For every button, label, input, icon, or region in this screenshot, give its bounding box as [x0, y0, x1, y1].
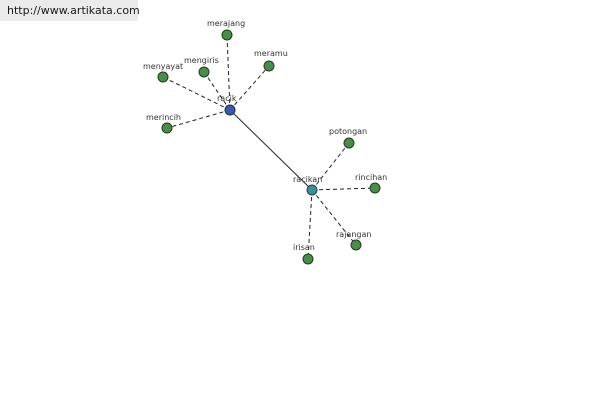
node-potongan[interactable]: potongan [329, 127, 367, 149]
node-merajang[interactable]: merajang [207, 19, 245, 41]
node-menyayat-label: menyayat [143, 62, 183, 71]
node-meramu-label: meramu [254, 49, 288, 58]
node-irisan-label: irisan [293, 243, 315, 252]
node-rajangan-dot[interactable] [350, 239, 362, 251]
node-racik-label: racik [217, 94, 237, 103]
node-racik-dot[interactable] [224, 104, 236, 116]
node-racikan[interactable]: racikan [293, 175, 322, 196]
edge-racikan-rajangan [311, 189, 357, 246]
node-racikan-label: racikan [293, 175, 322, 184]
node-mengiris-dot[interactable] [198, 66, 210, 78]
node-merincih-dot[interactable] [161, 122, 173, 134]
node-rincihan-label: rincihan [355, 173, 387, 182]
node-menyayat[interactable]: menyayat [143, 62, 183, 83]
watermark-url[interactable]: http://www.artikata.com [0, 0, 140, 21]
edge-racikan-potongan [311, 142, 350, 191]
node-racikan-dot[interactable] [306, 184, 318, 196]
edge-racik-mengiris [203, 71, 231, 111]
edge-racik-meramu [229, 65, 270, 111]
node-potongan-label: potongan [329, 127, 367, 136]
node-rincihan-dot[interactable] [369, 182, 381, 194]
node-menyayat-dot[interactable] [157, 71, 169, 83]
edge-racik-menyayat [162, 76, 231, 111]
node-irisan-dot[interactable] [302, 253, 314, 265]
node-merincih[interactable]: merincih [146, 113, 181, 134]
node-meramu-dot[interactable] [263, 60, 275, 72]
edge-racikan-rincihan [311, 187, 376, 191]
edge-racikan-irisan [307, 189, 313, 260]
node-rincihan[interactable]: rincihan [355, 173, 387, 194]
node-merajang-label: merajang [207, 19, 245, 28]
node-meramu[interactable]: meramu [254, 49, 288, 72]
edge-racik-racikan [229, 109, 313, 191]
node-mengiris-label: mengiris [184, 56, 219, 65]
node-rajangan[interactable]: rajangan [336, 230, 371, 251]
node-merincih-label: merincih [146, 113, 181, 122]
node-merajang-dot[interactable] [221, 29, 233, 41]
node-mengiris[interactable]: mengiris [184, 56, 219, 78]
node-irisan[interactable]: irisan [293, 243, 315, 265]
node-rajangan-label: rajangan [336, 230, 371, 239]
node-racik[interactable]: racik [217, 94, 237, 116]
edge-racik-merincih [166, 109, 231, 129]
node-potongan-dot[interactable] [343, 137, 355, 149]
edge-racik-merajang [226, 34, 231, 111]
